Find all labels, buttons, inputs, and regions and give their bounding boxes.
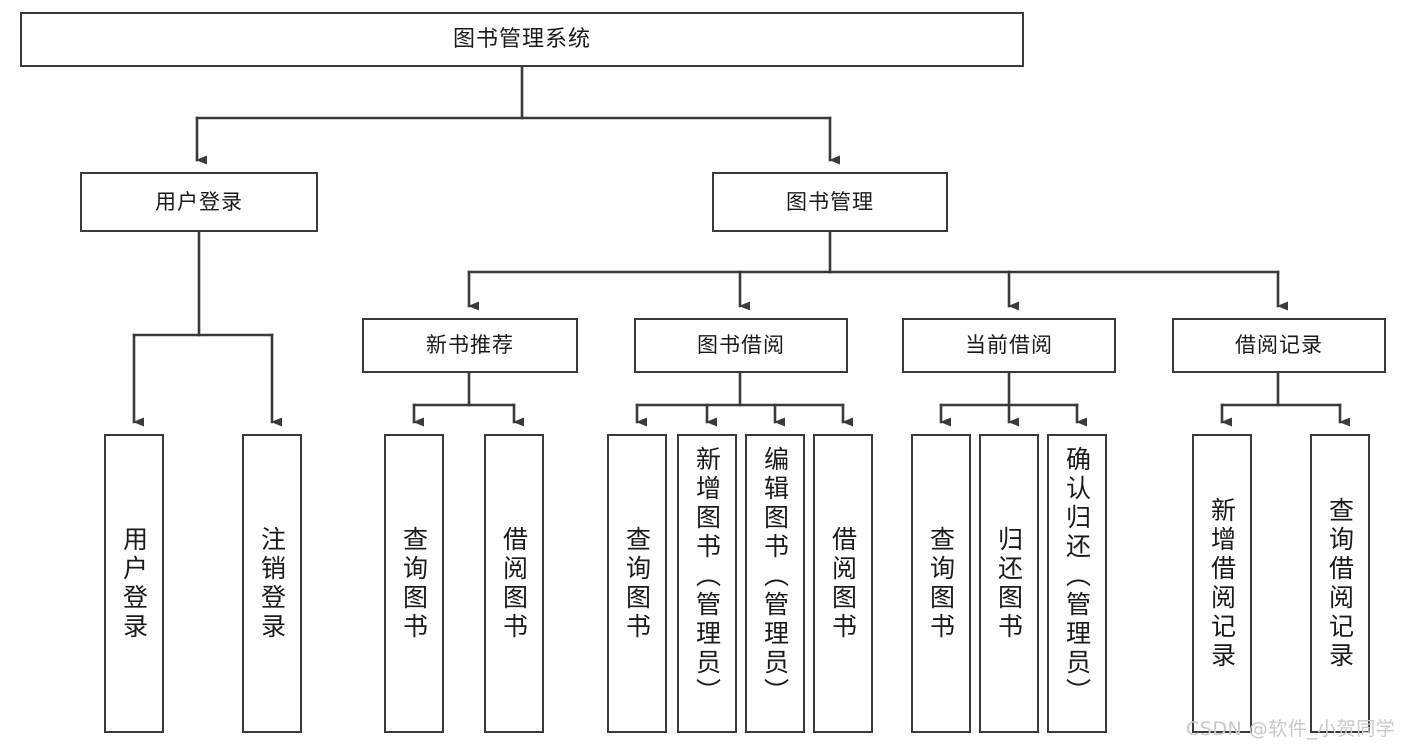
node-label: 用户登录 <box>155 189 243 214</box>
leaf-borrow-book-new[interactable]: 借阅图书 <box>484 434 544 733</box>
node-label: 图书管理 <box>786 189 874 214</box>
node-current-borrow[interactable]: 当前借阅 <box>902 318 1116 373</box>
node-root-system[interactable]: 图书管理系统 <box>20 12 1024 67</box>
node-borrow-record[interactable]: 借阅记录 <box>1172 318 1386 373</box>
leaf-user-login[interactable]: 用户登录 <box>104 434 164 733</box>
node-label: 用户登录 <box>119 525 149 642</box>
node-label: 借阅图书 <box>828 525 858 642</box>
leaf-query-borrow-record[interactable]: 查询借阅记录 <box>1310 434 1370 733</box>
node-label: 当前借阅 <box>965 333 1053 357</box>
csdn-watermark: CSDN @软件_小贺同学 <box>1186 718 1396 740</box>
leaf-edit-book-admin[interactable]: 编辑图书（管理员） <box>745 434 805 733</box>
node-label: 新增图书（管理员） <box>692 446 722 707</box>
leaf-add-book-admin[interactable]: 新增图书（管理员） <box>677 434 737 733</box>
node-label: 查询图书 <box>622 525 652 642</box>
node-label: 借阅记录 <box>1235 333 1323 357</box>
node-book-borrow[interactable]: 图书借阅 <box>634 318 848 373</box>
leaf-query-book-borrow[interactable]: 查询图书 <box>607 434 667 733</box>
node-label: 查询借阅记录 <box>1325 496 1355 671</box>
node-label: 确认归还（管理员） <box>1062 446 1092 707</box>
leaf-return-book[interactable]: 归还图书 <box>979 434 1039 733</box>
node-new-book-recommend[interactable]: 新书推荐 <box>362 318 578 373</box>
node-label: 新增借阅记录 <box>1207 496 1237 671</box>
leaf-borrow-book[interactable]: 借阅图书 <box>813 434 873 733</box>
node-book-management[interactable]: 图书管理 <box>712 172 948 232</box>
leaf-query-book-new[interactable]: 查询图书 <box>384 434 444 733</box>
leaf-query-book-current[interactable]: 查询图书 <box>911 434 971 733</box>
node-label: 注销登录 <box>257 525 287 642</box>
node-label: 编辑图书（管理员） <box>760 446 790 707</box>
node-label: 借阅图书 <box>499 525 529 642</box>
node-label: 查询图书 <box>926 525 956 642</box>
node-label: 新书推荐 <box>426 333 514 357</box>
leaf-logout[interactable]: 注销登录 <box>242 434 302 733</box>
leaf-confirm-return-admin[interactable]: 确认归还（管理员） <box>1047 434 1107 733</box>
node-label: 归还图书 <box>994 525 1024 642</box>
leaf-add-borrow-record[interactable]: 新增借阅记录 <box>1192 434 1252 733</box>
node-label: 图书管理系统 <box>452 26 591 52</box>
node-label: 图书借阅 <box>697 333 785 357</box>
node-label: 查询图书 <box>399 525 429 642</box>
node-user-login[interactable]: 用户登录 <box>80 172 318 232</box>
